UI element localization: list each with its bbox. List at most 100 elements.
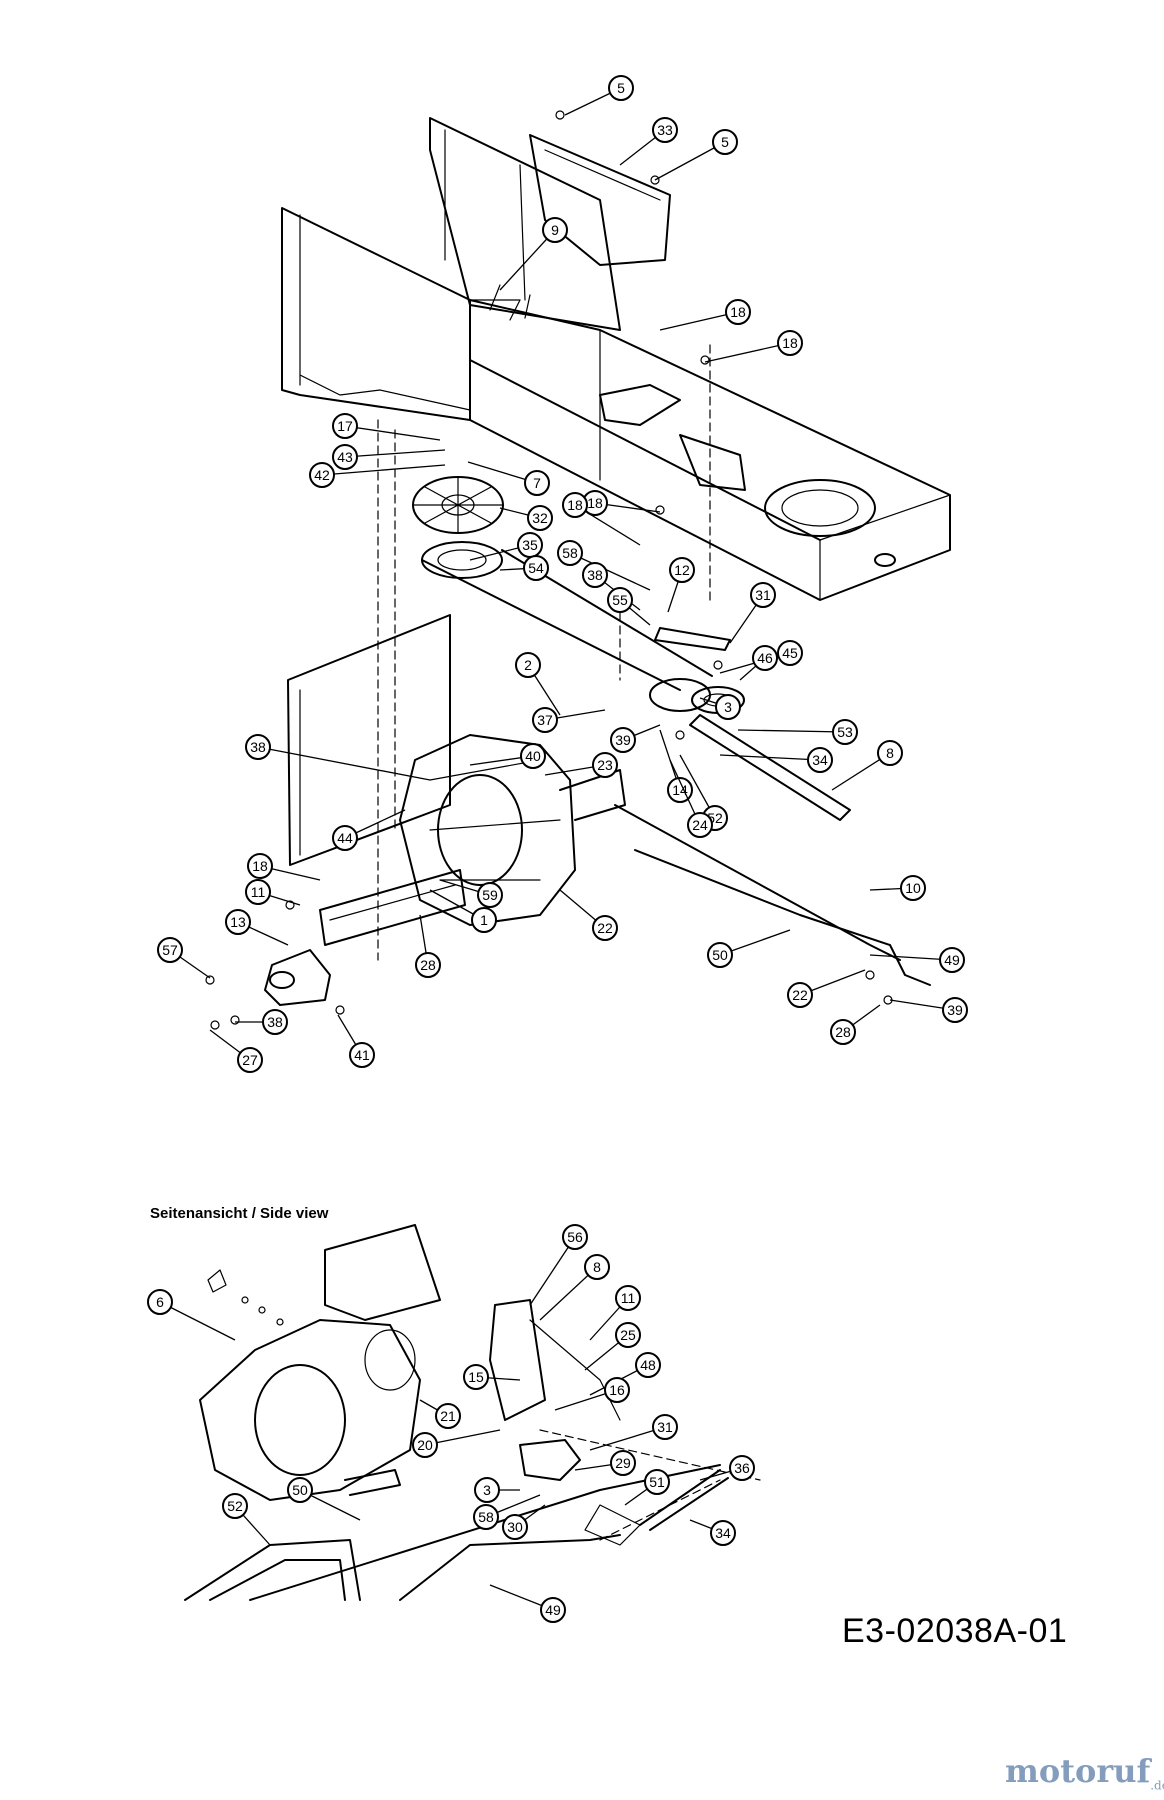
callout-circle (332, 413, 358, 439)
diagram-code: E3-02038A-01 (842, 1612, 1068, 1650)
callout-number: 39 (615, 732, 631, 748)
callout-number: 38 (267, 1014, 283, 1030)
main_view-callout-24: 24 (669, 759, 713, 838)
side_view-callout-48: 48 (589, 1352, 661, 1396)
side_view-callout-56: 56 (529, 1224, 588, 1306)
callout-number: 16 (609, 1382, 625, 1398)
callout-circle (710, 1520, 736, 1546)
main_view-callout-54: 54 (499, 555, 549, 581)
callout-number: 3 (483, 1482, 491, 1498)
main_view-callout-55: 55 (607, 587, 651, 626)
bracket (529, 134, 671, 266)
callout-number: 41 (354, 1047, 370, 1063)
control-rod (634, 849, 931, 986)
main_view-callout-14: 14 (659, 729, 693, 803)
callout-leader-line (344, 425, 441, 441)
side-view-spring (639, 1469, 729, 1531)
main_view-callout-17: 17 (332, 413, 441, 441)
callout-circle (245, 734, 271, 760)
main_view-callout-23: 23 (544, 752, 618, 778)
callout-number: 31 (755, 587, 771, 603)
callout-circle (707, 942, 733, 968)
main_view-callout-18: 18 (659, 299, 751, 331)
main_view-callout-22: 22 (787, 969, 866, 1008)
callout-number: 20 (417, 1437, 433, 1453)
axle-bracket (319, 869, 466, 946)
callout-number: 50 (712, 947, 728, 963)
callout-leader-line (257, 746, 431, 781)
callout-number: 49 (545, 1602, 561, 1618)
callout-circle (615, 1285, 641, 1311)
main_view-callout-38: 38 (235, 1009, 288, 1035)
callout-number: 5 (617, 80, 625, 96)
callout-number: 54 (528, 560, 544, 576)
main_view-callout-28: 28 (830, 1004, 881, 1045)
side-view-transaxle (199, 1319, 421, 1501)
callout-leader-line (659, 311, 739, 331)
callout-circle (687, 812, 713, 838)
callout-number: 18 (252, 858, 268, 874)
main_view-callout-57: 57 (157, 937, 211, 979)
main_view-callout-49: 49 (869, 947, 965, 973)
callout-number: 34 (812, 752, 828, 768)
callout-circle (463, 1364, 489, 1390)
callout-circle (750, 582, 776, 608)
drive-pulley (421, 541, 503, 579)
callout-number: 51 (649, 1474, 665, 1490)
callout-circle (349, 1042, 375, 1068)
shift-rod (614, 804, 901, 961)
callout-number: 24 (692, 817, 708, 833)
side_view-callout-11: 11 (589, 1285, 641, 1341)
callout-number: 8 (593, 1259, 601, 1275)
callout-number: 5 (721, 134, 729, 150)
callout-number: 43 (337, 449, 353, 465)
callout-leader-line (869, 954, 953, 961)
callout-number: 52 (227, 1498, 243, 1514)
side_view-callout-51: 51 (624, 1469, 670, 1506)
main_view-callout-12: 12 (667, 557, 695, 613)
callout-circle (592, 752, 618, 778)
main-exploded-view (205, 110, 951, 1030)
callout-number: 44 (337, 830, 353, 846)
callout-number: 3 (724, 699, 732, 715)
side_view-callout-49: 49 (489, 1584, 566, 1623)
side_view-callout-29: 29 (574, 1450, 636, 1476)
callout-circle (412, 1432, 438, 1458)
callout-circle (652, 117, 678, 143)
main_view-callout-11: 11 (245, 879, 301, 906)
callout-circle (502, 1514, 528, 1540)
main_view-callout-5: 5 (564, 75, 634, 116)
callout-number: 2 (524, 657, 532, 673)
main_view-callout-18: 18 (562, 492, 641, 546)
main_view-callout-8: 8 (831, 740, 903, 791)
callout-leader-line (499, 229, 556, 291)
main_view-callout-39: 39 (889, 997, 968, 1023)
side_view-callout-3: 3 (474, 1477, 520, 1503)
callout-circle (247, 853, 273, 879)
callout-number: 14 (672, 782, 688, 798)
callout-number: 35 (522, 537, 538, 553)
callout-circle (604, 1377, 630, 1403)
callout-number: 23 (597, 757, 613, 773)
side_view-callout-8: 8 (539, 1254, 610, 1321)
callout-circle (592, 915, 618, 941)
callout-number: 30 (507, 1519, 523, 1535)
callout-number: 39 (947, 1002, 963, 1018)
callout-circle (527, 505, 553, 531)
main_view-callout-41: 41 (337, 1014, 375, 1068)
callout-circle (237, 1047, 263, 1073)
main_view-callout-18: 18 (247, 853, 321, 881)
callout-circle (607, 587, 633, 613)
callout-circle (715, 694, 741, 720)
callout-circle (939, 947, 965, 973)
main_view-callout-22: 22 (559, 889, 618, 941)
callout-number: 31 (657, 1419, 673, 1435)
callout-circle (608, 75, 634, 101)
main_view-callout-38: 38 (245, 734, 431, 781)
watermark-text: motoruf (1005, 1752, 1151, 1790)
callout-circle (225, 909, 251, 935)
callout-circle (520, 743, 546, 769)
main_view-callout-28: 28 (415, 914, 441, 978)
left-side-plate (281, 207, 471, 421)
callout-leader-line (321, 464, 446, 476)
